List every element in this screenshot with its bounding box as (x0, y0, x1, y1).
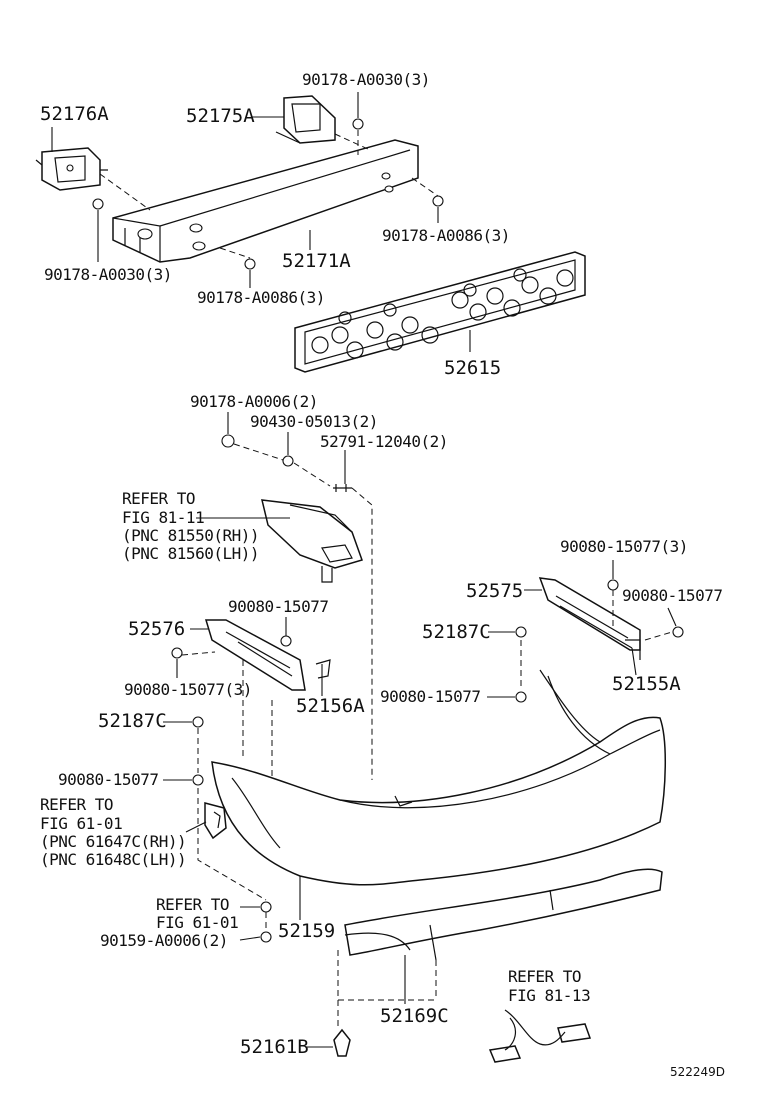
label-90430-05013: 90430-05013(2) (250, 412, 378, 431)
bumper-cover-52159 (211, 669, 667, 886)
figure-id: 522249D (670, 1065, 726, 1079)
label-90080-15077-mid-top: 90080-15077 (228, 597, 329, 616)
lamp-fasteners (221, 434, 352, 492)
rear-lamp-reference (261, 499, 363, 583)
label-52175A: 52175A (186, 105, 255, 127)
bumper-reinforcement-52171A (112, 139, 419, 263)
label-52187C-left: 52187C (98, 710, 167, 732)
ref-sensor-line1: REFER TO (508, 967, 582, 986)
label-52575: 52575 (466, 580, 524, 602)
ref-reflector-line3: (PNC 61647C(RH)) (40, 832, 187, 851)
label-90178-A0030-top: 90178-A0030(3) (302, 70, 430, 89)
bracket-52175A (275, 95, 336, 144)
label-90178-A0006: 90178-A0006(2) (190, 392, 318, 411)
label-52187C-right: 52187C (422, 621, 491, 643)
label-90080-15077-right-center: 90080-15077 (380, 687, 481, 706)
ref-reflector-line2: FIG 61-01 (40, 814, 123, 833)
label-52171A: 52171A (282, 250, 351, 272)
ref-lamp-line4: (PNC 81560(LH)) (122, 544, 260, 563)
label-90080-15077-right-side: 90080-15077 (622, 586, 723, 605)
nut-icons (92, 118, 444, 270)
label-52176A: 52176A (40, 103, 109, 125)
reflector-reference (204, 802, 227, 840)
label-90178-A0086-mid: 90178-A0086(3) (197, 288, 325, 307)
ref-sensor-line2: FIG 81-13 (508, 986, 591, 1005)
ref-lamp-line3: (PNC 81550(RH)) (122, 526, 260, 545)
label-52615: 52615 (444, 357, 502, 379)
label-52791-12040: 52791-12040(2) (320, 432, 448, 451)
energy-absorber-52615 (294, 251, 586, 373)
label-90178-A0030-left: 90178-A0030(3) (44, 265, 172, 284)
clip-icons (192, 716, 351, 1057)
label-52161B: 52161B (240, 1036, 309, 1058)
ref-lamp-line2: FIG 81-11 (122, 508, 205, 527)
label-52169C: 52169C (380, 1005, 449, 1027)
ref-lamp-line1: REFER TO (122, 489, 196, 508)
retainer-52575 (538, 577, 641, 660)
bracket-52176A (35, 147, 108, 191)
label-52155A: 52155A (612, 673, 681, 695)
label-90080-15077-left: 90080-15077 (58, 770, 159, 789)
label-52156A: 52156A (296, 695, 365, 717)
ref-clip-line2: FIG 61-01 (156, 913, 239, 932)
label-90159-A0006: 90159-A0006(2) (100, 931, 228, 950)
label-90178-A0086-right: 90178-A0086(3) (382, 226, 510, 245)
label-52576: 52576 (128, 618, 186, 640)
label-90080-15077-right-top: 90080-15077(3) (560, 537, 688, 556)
ref-reflector-line1: REFER TO (40, 795, 114, 814)
leader-lines (51, 92, 677, 1048)
retainer-52576 (204, 619, 331, 691)
label-90080-15077-mid-bottom: 90080-15077(3) (124, 680, 252, 699)
label-52159: 52159 (278, 920, 336, 942)
ref-clip-line1: REFER TO (156, 895, 230, 914)
lower-cover-52169C (344, 868, 663, 961)
sensor-harness-reference (488, 1009, 592, 1063)
ref-reflector-line4: (PNC 61648C(LH)) (40, 850, 187, 869)
